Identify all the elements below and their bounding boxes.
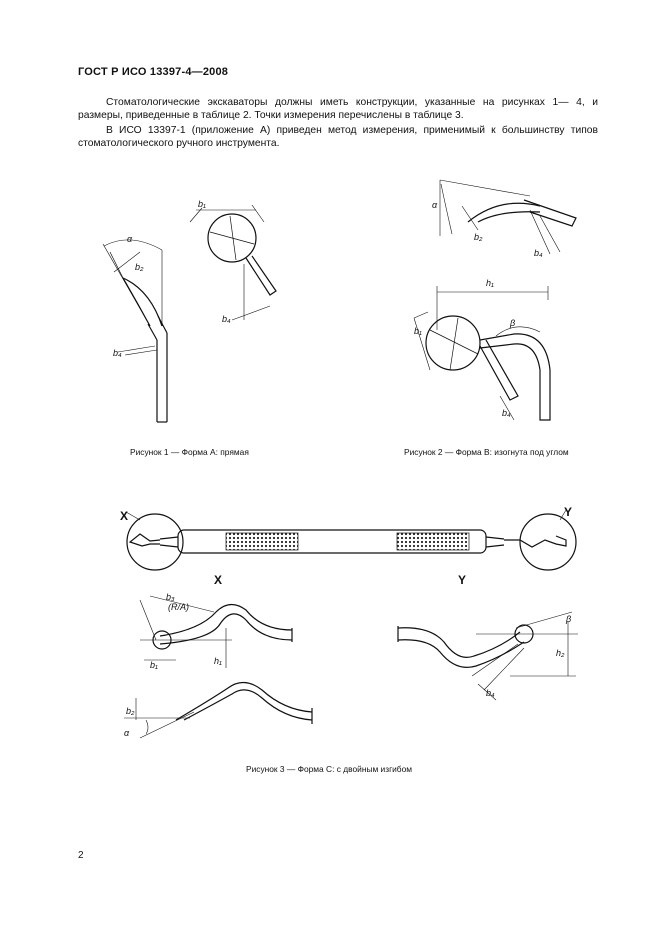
fig2-b4-label: b₄: [534, 248, 543, 258]
fig1-b1-label: b₁: [198, 199, 206, 209]
fig3-X-label: X: [120, 509, 128, 523]
fig3-h2-label: h₂: [556, 648, 565, 658]
figure-2-drawing: α b₂ b₄ h₁ b₁ β b₄: [413, 179, 577, 421]
fig2-b2-label: b₂: [474, 232, 483, 242]
fig3-b2-label: b₂: [126, 706, 135, 716]
fig1-b4-label: b₄: [113, 348, 122, 358]
figure-1-drawing: α b₂ b₄ b₁ b₄: [102, 199, 277, 423]
fig2-b1-label: b₁: [414, 326, 422, 336]
fig3-Y-detail-title: Y: [458, 573, 466, 587]
fig3-X-detail-title: X: [214, 573, 222, 587]
fig1-alpha-label: α: [127, 234, 133, 244]
document-header: ГОСТ Р ИСО 13397-4—2008: [78, 66, 229, 78]
figure-3-drawing: X Y X Y b₃ (R/A) b₁ h₁ b₂ α: [120, 505, 578, 739]
fig3-h1-label: h₁: [214, 656, 222, 666]
figure-1-caption: Рисунок 1 — Форма А: прямая: [130, 447, 249, 457]
paragraph-1: Стоматологические экскаваторы должны име…: [78, 97, 598, 122]
fig3-b4-label: b₄: [486, 688, 495, 698]
page-number: 2: [78, 850, 84, 861]
paragraph-2: В ИСО 13397-1 (приложение А) приведен ме…: [78, 125, 598, 150]
figure-2-caption: Рисунок 2 — Форма В: изогнута под углом: [404, 447, 569, 457]
fig2-alpha-label: α: [432, 200, 438, 210]
fig1-b2-label: b₂: [135, 262, 144, 272]
fig2-b4b-label: b₄: [502, 408, 511, 418]
fig3-b1-label: b₁: [150, 660, 158, 670]
fig3-b3-label: b₃: [166, 592, 175, 602]
fig2-h1-label: h₁: [486, 278, 494, 288]
fig2-beta-label: β: [509, 318, 515, 328]
fig3-beta-label: β: [565, 614, 571, 624]
fig3-Y-label: Y: [564, 505, 572, 519]
figure-3-caption: Рисунок 3 — Форма С: с двойным изгибом: [246, 764, 413, 774]
fig3-ra-label: (R/A): [168, 602, 189, 612]
fig3-alpha-label: α: [124, 728, 130, 738]
fig1-b4b-label: b₄: [222, 314, 231, 324]
